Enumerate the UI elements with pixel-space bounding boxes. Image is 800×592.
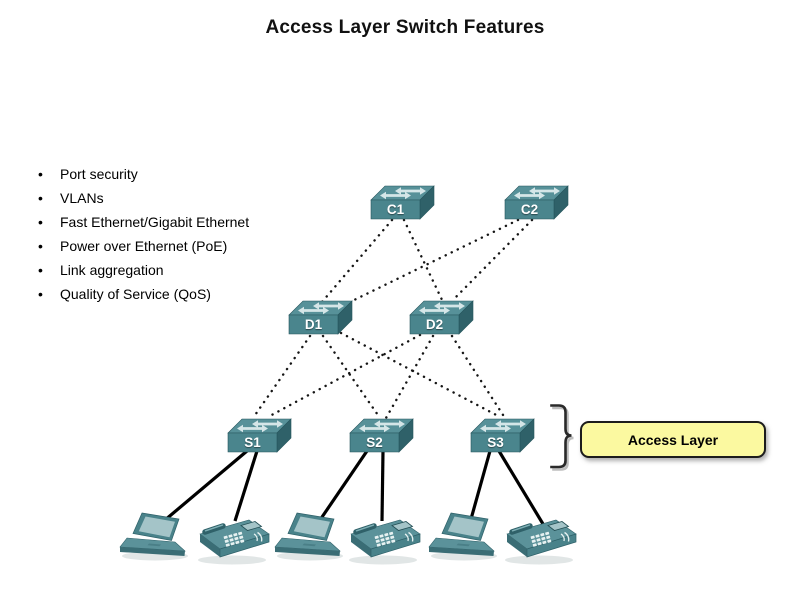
- switch-node-d1: D1: [286, 296, 358, 338]
- link-d1-s1: [251, 334, 312, 420]
- switch-label-c1: C1: [386, 202, 405, 217]
- feature-item: •Link aggregation: [38, 258, 249, 282]
- bullet-icon: •: [38, 238, 43, 254]
- access-layer-bracket-shadow: [552, 406, 574, 471]
- page-title: Access Layer Switch Features: [265, 17, 545, 38]
- end-device-ip-phone-3: [499, 515, 577, 565]
- bullet-icon: •: [38, 286, 43, 302]
- laptop-icon: [428, 512, 506, 562]
- link-c2-d1: [346, 218, 520, 305]
- feature-item: •Fast Ethernet/Gigabit Ethernet: [38, 210, 249, 234]
- switch-label-c2: C2: [520, 202, 539, 217]
- laptop-icon: [119, 512, 197, 562]
- end-device-laptop-1: [119, 512, 197, 562]
- access-layer-bracket: [550, 404, 572, 469]
- ip-phone-icon: [343, 515, 421, 565]
- switch-label-s1: S1: [244, 435, 261, 450]
- link-d2-s2: [384, 334, 435, 420]
- switch-node-s3: S3: [468, 414, 540, 456]
- switch-label-s3: S3: [487, 435, 504, 450]
- end-device-laptop-3: [428, 512, 506, 562]
- switch-node-s2: S2: [347, 414, 419, 456]
- link-s2-laptop2: [318, 450, 369, 521]
- link-c1-d2: [402, 218, 445, 304]
- link-d2-s1: [266, 333, 422, 419]
- switch-node-c2: C2: [502, 181, 574, 223]
- bullet-icon: •: [38, 214, 43, 230]
- feature-item: •Power over Ethernet (PoE): [38, 234, 249, 258]
- end-device-laptop-2: [274, 512, 352, 562]
- ip-phone-icon: [192, 515, 270, 565]
- switch-node-s1: S1: [225, 414, 297, 456]
- link-d1-s3: [339, 331, 502, 419]
- feature-item: •Port security: [38, 162, 249, 186]
- link-s1-laptop1: [163, 449, 249, 522]
- link-d2-s3: [450, 334, 507, 420]
- link-c2-d2: [450, 218, 534, 303]
- link-s3-laptop3: [469, 450, 492, 520]
- feature-item: •Quality of Service (QoS): [38, 282, 249, 306]
- link-s2-phone2: [380, 450, 385, 522]
- bullet-icon: •: [38, 262, 43, 278]
- link-s3-phone3: [497, 450, 545, 525]
- ip-phone-icon: [499, 515, 577, 565]
- feature-list: •Port security •VLANs •Fast Ethernet/Gig…: [38, 162, 249, 306]
- bullet-icon: •: [38, 166, 43, 182]
- switch-label-s2: S2: [366, 435, 383, 450]
- link-c1-d1: [320, 218, 394, 304]
- access-layer-label: Access Layer: [627, 431, 719, 448]
- switch-label-d1: D1: [304, 317, 323, 332]
- laptop-icon: [274, 512, 352, 562]
- end-device-ip-phone-2: [343, 515, 421, 565]
- feature-item: •VLANs: [38, 186, 249, 210]
- switch-label-d2: D2: [425, 317, 444, 332]
- switch-node-c1: C1: [368, 181, 440, 223]
- bullet-icon: •: [38, 190, 43, 206]
- access-layer-callout: Access Layer: [580, 421, 766, 458]
- end-device-ip-phone-1: [192, 515, 270, 565]
- switch-node-d2: D2: [407, 296, 479, 338]
- link-s1-phone1: [233, 450, 259, 522]
